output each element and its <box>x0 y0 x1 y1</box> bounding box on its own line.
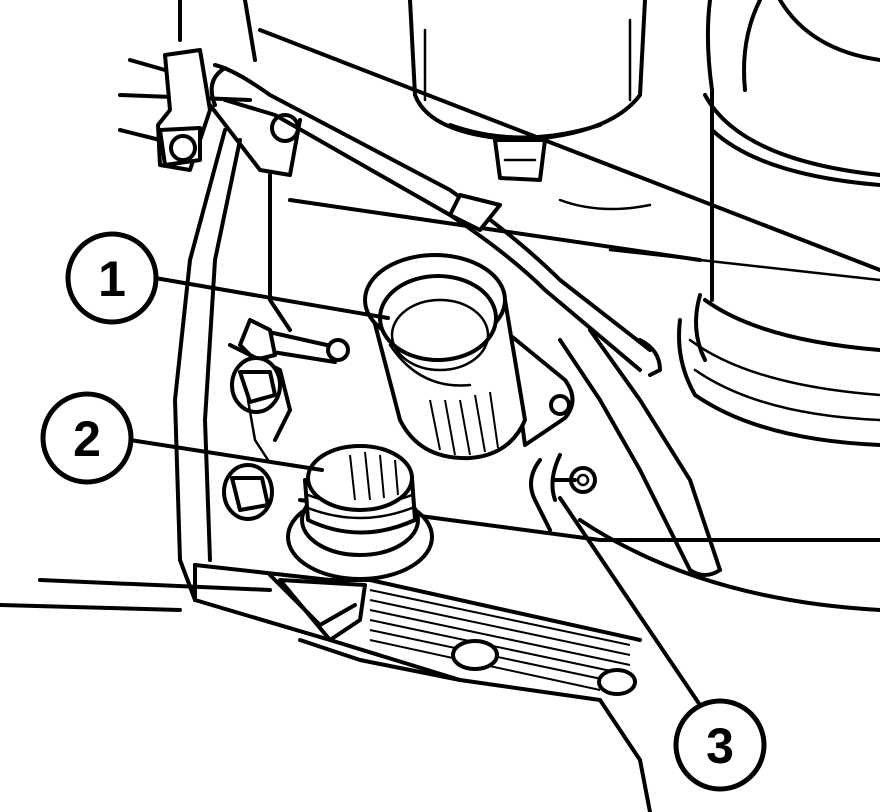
coolant-tube <box>209 63 722 577</box>
callout-label: 3 <box>706 718 734 774</box>
mounting-bracket <box>156 48 302 177</box>
callout-2: 2 <box>40 391 134 485</box>
retaining-clip <box>529 453 597 532</box>
callout-1: 1 <box>65 231 159 325</box>
right-filter-canister <box>677 0 880 447</box>
callout-circle <box>40 391 134 485</box>
callout-3: 3 <box>673 698 767 792</box>
upper-pipe-fitting <box>363 253 575 461</box>
upper-filter-canister <box>408 0 652 211</box>
leader-line-2 <box>128 438 324 472</box>
leader-line-3 <box>558 496 702 707</box>
leader-lines <box>128 276 702 707</box>
leader-line-1 <box>153 276 390 320</box>
lower-bolt <box>222 463 274 521</box>
lower-rail <box>193 563 642 696</box>
callout-circle <box>673 698 767 792</box>
callout-circle <box>65 231 159 325</box>
drain-plug-fitting <box>286 444 434 581</box>
callout-label: 1 <box>98 251 126 307</box>
callout-label: 2 <box>73 411 101 467</box>
upper-bolt <box>228 343 292 462</box>
locating-pin <box>238 318 350 364</box>
